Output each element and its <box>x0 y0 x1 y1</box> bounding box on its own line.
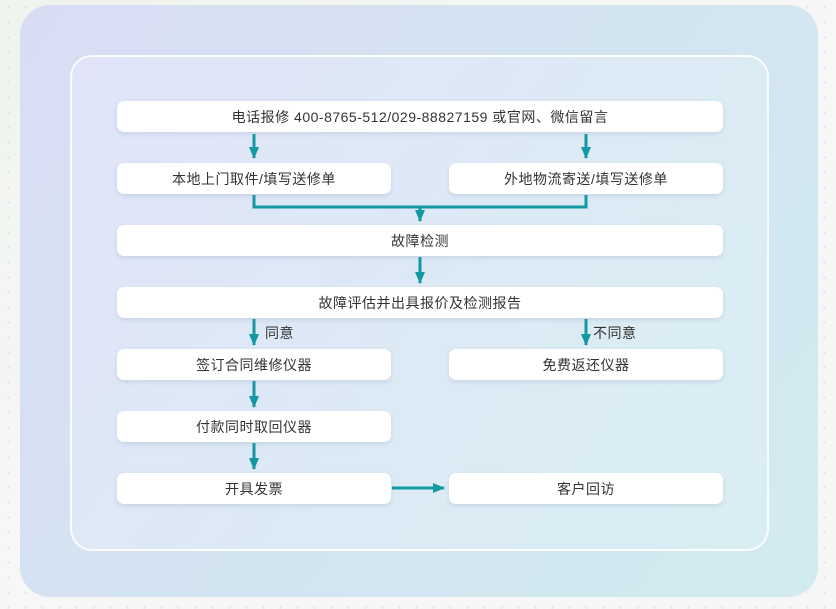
flow-node-report: 电话报修 400-8765-512/029-88827159 或官网、微信留言 <box>117 101 723 132</box>
flow-node-pay-and-pickup: 付款同时取回仪器 <box>117 411 391 442</box>
flow-node-invoice: 开具发票 <box>117 473 391 504</box>
flow-node-fault-detection: 故障检测 <box>117 225 723 256</box>
flow-node-local-pickup: 本地上门取件/填写送修单 <box>117 163 391 194</box>
flow-node-sign-contract: 签订合同维修仪器 <box>117 349 391 380</box>
flow-node-fault-assessment: 故障评估并出具报价及检测报告 <box>117 287 723 318</box>
edge-label-agree: 同意 <box>265 325 294 341</box>
edge-label-disagree: 不同意 <box>593 325 637 341</box>
flow-node-free-return: 免费返还仪器 <box>449 349 723 380</box>
flow-node-remote-shipping: 外地物流寄送/填写送修单 <box>449 163 723 194</box>
flow-node-customer-followup: 客户回访 <box>449 473 723 504</box>
